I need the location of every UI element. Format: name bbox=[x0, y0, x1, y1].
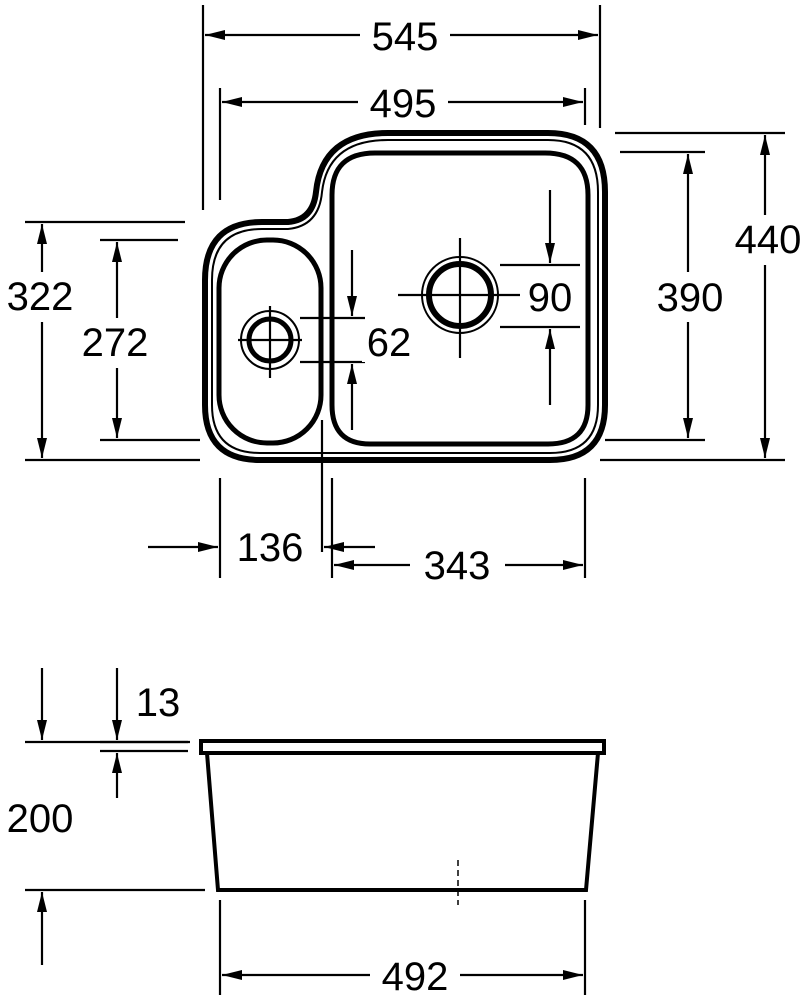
dim-136: 136 bbox=[237, 526, 304, 570]
dimension-492: 492 bbox=[218, 900, 587, 999]
dimension-13: 13 bbox=[100, 668, 188, 798]
dimension-136: 136 bbox=[148, 420, 375, 578]
dimension-322: 322 bbox=[7, 220, 200, 462]
dimension-90: 90 bbox=[500, 190, 580, 405]
large-bowl bbox=[329, 150, 591, 447]
dimension-overall-width: 545 bbox=[201, 5, 602, 210]
dim-322: 322 bbox=[7, 275, 74, 319]
dimension-200: 200 bbox=[7, 668, 205, 965]
dim-492: 492 bbox=[382, 955, 449, 999]
dim-545: 545 bbox=[372, 15, 439, 59]
dim-13: 13 bbox=[136, 681, 181, 725]
dim-343: 343 bbox=[424, 544, 491, 588]
small-bowl bbox=[216, 237, 324, 446]
dim-440: 440 bbox=[735, 218, 802, 262]
dimension-390: 390 bbox=[605, 150, 724, 442]
dimension-272: 272 bbox=[82, 238, 200, 442]
dim-390: 390 bbox=[657, 276, 724, 320]
sink-plan-outline bbox=[202, 130, 608, 463]
dim-90: 90 bbox=[528, 276, 573, 320]
dim-272: 272 bbox=[82, 321, 149, 365]
dim-200: 200 bbox=[7, 797, 74, 841]
dim-62: 62 bbox=[367, 321, 412, 365]
dimension-440: 440 bbox=[600, 131, 802, 462]
dim-495: 495 bbox=[370, 82, 437, 126]
small-waste-outlet bbox=[238, 306, 302, 378]
large-waste-outlet bbox=[398, 238, 520, 358]
sink-side-profile bbox=[199, 739, 606, 905]
dimension-inner-width: 495 bbox=[218, 82, 587, 200]
dimension-62: 62 bbox=[300, 250, 418, 430]
dimension-343: 343 bbox=[330, 478, 587, 588]
